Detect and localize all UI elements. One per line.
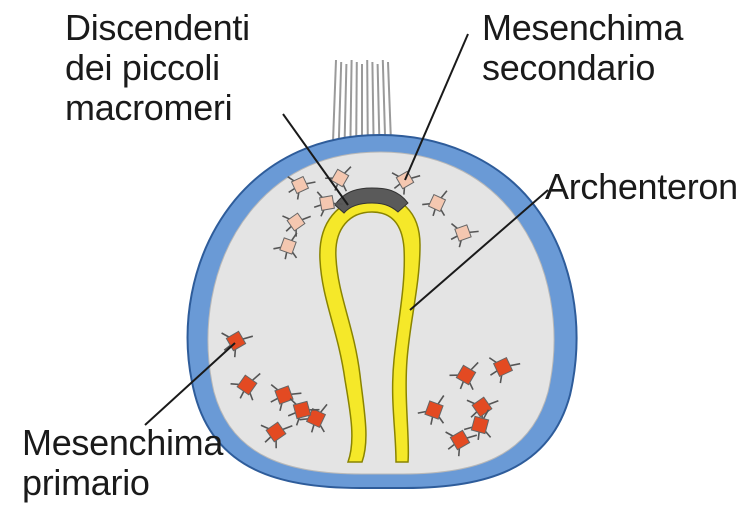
cilium	[367, 60, 368, 142]
cilium	[339, 62, 341, 142]
cilium	[333, 60, 336, 142]
cilium	[378, 64, 380, 142]
apical-tuft	[333, 60, 391, 142]
cilium	[356, 62, 357, 142]
label-discendenti-line3: macromeri	[65, 88, 250, 128]
cilium	[388, 62, 391, 142]
label-discendenti-line2: dei piccoli	[65, 48, 250, 88]
label-mesenchima-primario: Mesenchima primario	[22, 423, 223, 503]
cilium	[372, 62, 373, 142]
cilium	[350, 60, 351, 142]
label-mes-prim-line2: primario	[22, 463, 223, 503]
label-archenteron: Archenteron	[545, 167, 738, 207]
label-discendenti: Discendenti dei piccoli macromeri	[65, 8, 250, 128]
label-discendenti-line1: Discendenti	[65, 8, 250, 48]
cilium	[345, 64, 347, 142]
label-mes-prim-line1: Mesenchima	[22, 423, 223, 463]
label-archenteron-line1: Archenteron	[545, 167, 738, 207]
cilium	[383, 60, 385, 142]
label-mes-sec-line1: Mesenchima	[482, 8, 683, 48]
label-mes-sec-line2: secondario	[482, 48, 683, 88]
label-mesenchima-secondario: Mesenchima secondario	[482, 8, 683, 88]
